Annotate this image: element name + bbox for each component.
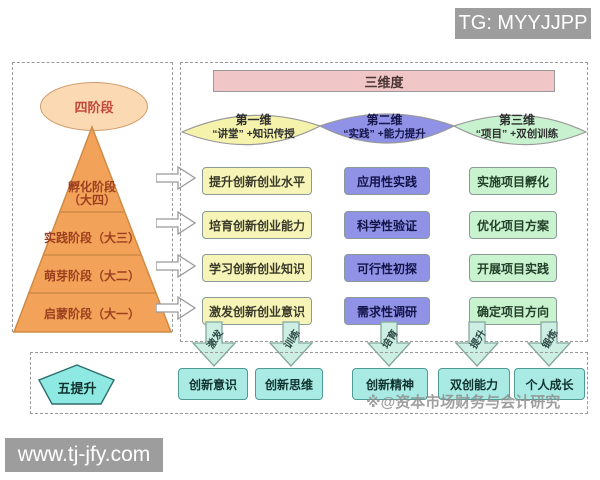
project-box: 优化项目方案 xyxy=(469,211,557,239)
stage-line2: （大四） xyxy=(67,193,116,207)
stage-line1: 孵化阶段 xyxy=(67,180,116,194)
project-box: 确定项目方向 xyxy=(469,297,557,325)
site-watermark-badge: www.tj-jfy.com xyxy=(5,438,163,472)
account-watermark: ※@资本市场财务与会计研究 xyxy=(366,394,561,411)
four-stages-title-ellipse: 四阶段 xyxy=(40,82,148,131)
pyramid-stage-label-enlighten: 启蒙阶段（大一） xyxy=(43,307,140,321)
down-arrow-exercise: 锻炼 xyxy=(526,321,572,367)
improvement-box: 个人成长 xyxy=(514,368,585,400)
three-dimensions-header: 三维度 xyxy=(213,70,555,92)
down-arrow-icon xyxy=(268,321,314,367)
fan-3-shape xyxy=(452,114,588,146)
improvement-box: 创新思维 xyxy=(255,368,323,400)
down-arrow-cultivate: 培育 xyxy=(366,321,412,367)
improvement-box: 创新意识 xyxy=(178,368,248,400)
fan-1-text: 第一维 “讲堂” +知识传授 xyxy=(196,113,311,141)
fan-1-subtitle: “讲堂” +知识传授 xyxy=(212,128,295,140)
fan-2-subtitle: “实践” +能力提升 xyxy=(343,128,426,140)
pentagon-shape xyxy=(38,364,115,405)
project-box: 实施项目孵化 xyxy=(469,167,557,195)
improvement-box: 双创能力 xyxy=(438,368,510,400)
practice-box: 科学性验证 xyxy=(344,211,430,239)
right-arrow-icon xyxy=(156,166,196,190)
goal-box: 学习创新创业知识 xyxy=(202,254,312,282)
goal-box: 提升创新创业水平 xyxy=(202,167,312,195)
down-arrow-icon xyxy=(526,321,572,367)
fan-3-subtitle: “项目” +双创训练 xyxy=(475,128,559,140)
pyramid-stage-label-incubation: 孵化阶段 （大四） xyxy=(40,181,144,207)
fan-2-text: 第二维 “实践” +能力提升 xyxy=(322,113,447,141)
pyramid-triangle xyxy=(12,125,173,333)
improvement-box: 创新精神 xyxy=(352,368,428,400)
practice-box: 需求性调研 xyxy=(344,297,430,325)
pyramid-stage-label-sprout: 萌芽阶段（大二） xyxy=(43,269,140,283)
goal-box: 激发创新创业意识 xyxy=(202,297,312,325)
five-improvements-panel xyxy=(30,352,588,414)
practice-box: 可行性初探 xyxy=(344,254,430,282)
tg-watermark-badge: TG: MYYJJPP xyxy=(455,8,591,39)
right-arrow-icon xyxy=(156,296,196,320)
five-improvements-title: 五提升 xyxy=(57,381,97,396)
fan-2-title: 第二维 xyxy=(366,113,403,127)
practice-box: 应用性实践 xyxy=(344,167,430,195)
down-arrow-stimulate: 激发 xyxy=(191,321,237,367)
fan-1-title: 第一维 xyxy=(235,113,272,127)
fan-3-title: 第三维 xyxy=(498,113,535,127)
pyramid-shape xyxy=(12,125,173,333)
right-arrow-icon xyxy=(156,211,196,235)
pyramid-stage-label-practice: 实践阶段（大三） xyxy=(43,231,140,245)
down-arrow-icon xyxy=(454,321,500,367)
down-arrow-improve: 提升 xyxy=(454,321,500,367)
down-arrow-icon xyxy=(366,321,412,367)
down-arrow-train: 训练 xyxy=(268,321,314,367)
right-arrow-icon xyxy=(156,254,196,278)
down-arrow-icon xyxy=(191,321,237,367)
dimension-fans-shape xyxy=(180,113,588,146)
fan-3-text: 第三维 “项目” +双创训练 xyxy=(452,113,582,141)
goal-box: 培育创新创业能力 xyxy=(202,211,312,239)
project-box: 开展项目实践 xyxy=(469,254,557,282)
